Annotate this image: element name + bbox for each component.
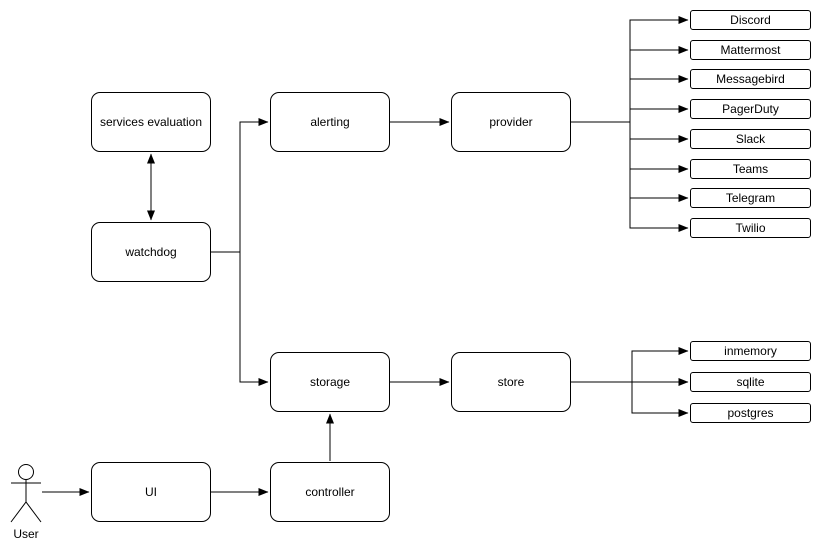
node-provider-pagerduty: PagerDuty [690,99,811,119]
edge-store-inmemory [631,347,689,382]
node-provider-mattermost: Mattermost [690,40,811,60]
node-watchdog: watchdog [91,222,211,282]
node-store: store [451,352,571,412]
node-provider-slack: Slack [690,129,811,149]
edge-provider-discord [629,16,689,122]
edge-store-postgres [631,382,689,417]
edge-provider-twilio [629,122,689,232]
edge-provider-telegram [629,122,689,202]
actor-label: User [13,527,39,541]
node-store-inmemory: inmemory [690,341,811,361]
node-store-postgres: postgres [690,403,811,423]
node-provider: provider [451,92,571,152]
node-ui: UI [91,462,211,522]
actor-head [18,464,34,480]
edge-provider-pagerduty [629,105,689,122]
node-provider-discord: Discord [690,10,811,30]
node-provider-twilio: Twilio [690,218,811,238]
node-alerting: alerting [270,92,390,152]
node-provider-messagebird: Messagebird [690,69,811,89]
edge-provider-slack [629,122,689,143]
edge-provider-teams [629,122,689,173]
edge-provider-mattermost [629,46,689,122]
node-controller: controller [270,462,390,522]
edge-watchdog-storage [239,252,269,386]
node-provider-telegram: Telegram [690,188,811,208]
edge-provider-messagebird [629,75,689,122]
actor-figure [10,464,42,523]
node-store-sqlite: sqlite [690,372,811,392]
node-services-evaluation: services evaluation [91,92,211,152]
node-provider-teams: Teams [690,159,811,179]
edge-watchdog-alerting [239,118,269,252]
node-storage: storage [270,352,390,412]
actor-legs [10,501,42,523]
